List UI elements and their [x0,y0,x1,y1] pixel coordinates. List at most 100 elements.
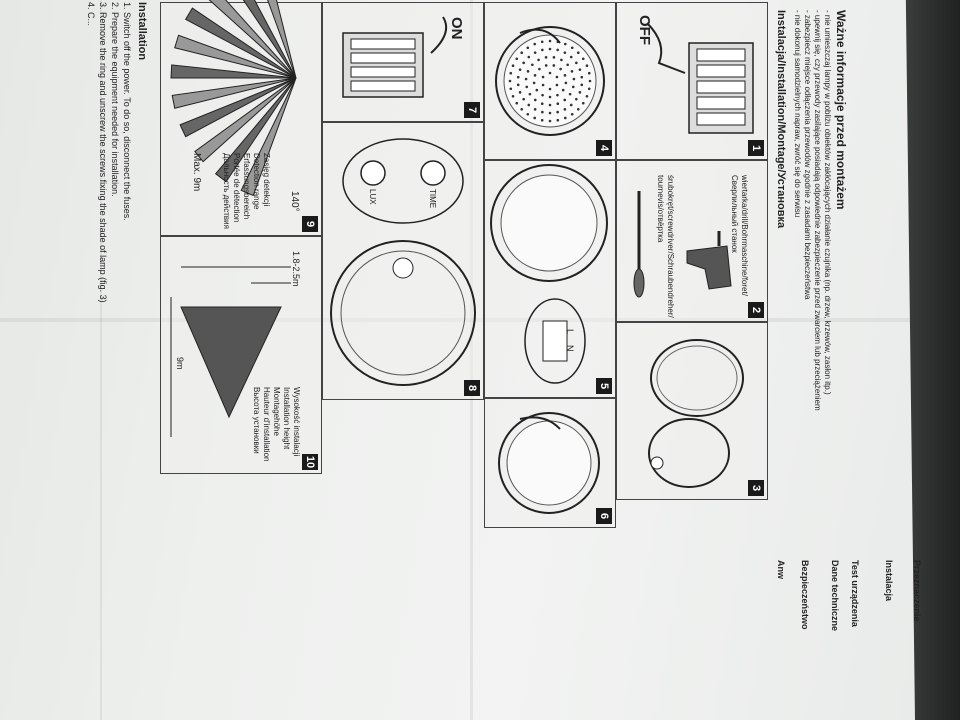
led-dot [548,87,552,91]
led-dot [570,112,574,116]
led-dot [575,97,578,101]
led-dot [580,83,584,87]
led-dot [552,56,556,59]
led-dot [541,75,545,79]
detection-beam [225,0,297,79]
led-dot [569,55,573,59]
section-heading: Instalacja [884,560,894,602]
detection-label: Zasięg detekcji [262,153,271,207]
detection-beam [174,34,297,79]
led-dot [548,47,552,51]
led-dot [533,108,537,111]
led-dot [556,93,559,97]
led-dot [581,57,585,61]
led-dot [533,116,536,120]
led-dot [548,71,552,75]
led-dot [535,88,539,92]
led-dot [544,56,548,59]
led-dot [570,46,574,50]
section-heading: Anw [776,560,786,579]
detection-beam [240,77,297,197]
knob-label-lux: LUX [368,189,377,205]
led-dot [527,103,531,107]
led-dot [568,92,572,96]
led-dot [556,118,560,122]
led-dot [518,91,522,94]
led-dot [541,48,544,52]
led-dot [524,77,528,81]
step-panel-8: 8 TIME LUX [322,122,484,400]
led-dot [548,103,552,107]
detection-beam [194,77,297,163]
led-dot [588,79,592,83]
installation-height-illustration [170,266,291,437]
led-dot [509,87,513,91]
led-dot [541,93,544,97]
detection-angle: 140° [289,191,300,212]
terminal-label-l: L [565,329,575,335]
detection-max-range: Max. 9m [191,153,202,192]
installation-line: 3. Remove the ring and unscrew the screw… [98,2,108,303]
detection-label: Erfassungsbereich [242,153,251,220]
led-dot [548,119,552,123]
led-dot [564,81,568,85]
detection-beam [179,77,297,138]
led-dot [585,64,589,67]
header-bullet: - upewnij się, czy przewody zasilające p… [813,10,822,411]
led-dot [561,88,565,92]
detection-beam [184,7,297,79]
led-dot [518,68,522,71]
installation-line: 4. C... [86,2,96,27]
drill-icon [633,191,732,298]
led-dot [528,92,532,96]
led-dot [533,98,537,102]
led-dot [511,64,515,67]
height-label: Hauteur d'installation [262,387,271,462]
section-heading: Bezpieczeństwo [800,560,810,630]
height-label: Wysokość instalacji [292,387,301,457]
led-dot [526,46,530,50]
section-heading: Przeznaczenie [912,560,922,622]
led-dot [585,95,589,98]
installation-line: 1. Switch off the power. To do so, disco… [122,2,132,221]
step-panel-3: 3 [616,322,768,500]
led-dot [516,75,520,79]
led-dot [570,70,574,73]
installation-title: Installation [136,2,148,61]
detection-label: Portée de détection [232,153,241,223]
step-panel-1: 1 OFF [616,2,768,160]
led-dot [540,102,544,105]
led-dot [575,61,578,65]
led-dot [576,51,580,55]
installation-distance-value: 9m [175,357,185,370]
led-dot [587,71,591,75]
lamp-disassembly-illustration [648,339,744,488]
step-panel-6: 6 [484,398,616,528]
led-dot [564,116,567,120]
led-dot [531,63,534,67]
led-dot [578,91,582,94]
step-panel-5: 5 L N [484,160,616,398]
led-dot [556,110,559,114]
lamp-shade-illustration [495,26,605,136]
led-dot [541,83,545,87]
led-dot [520,51,524,55]
led-dot [563,74,567,77]
step-panel-10: 10 1.8-2.5m 9m Wysokość instalacji Insta… [160,236,322,474]
led-dot [555,75,559,79]
led-dot [566,63,569,67]
section-heading: Dane techniczne [830,560,840,632]
detection-beam [171,77,297,109]
led-dot [564,42,567,46]
section-heading: Test urządzenia [850,560,860,627]
detection-beam [202,0,297,79]
led-dot [522,61,525,65]
led-dot [559,67,562,71]
led-dot [527,55,531,59]
led-dot [533,74,537,77]
lamp-reassembly-illustration [498,412,600,514]
step-panel-2: 2 wiertarka/drill/Bohrmaschine/foret/ Св… [616,160,768,322]
detection-range-fan-illustration [170,0,297,197]
led-dot [560,58,563,62]
led-dot [569,103,573,107]
